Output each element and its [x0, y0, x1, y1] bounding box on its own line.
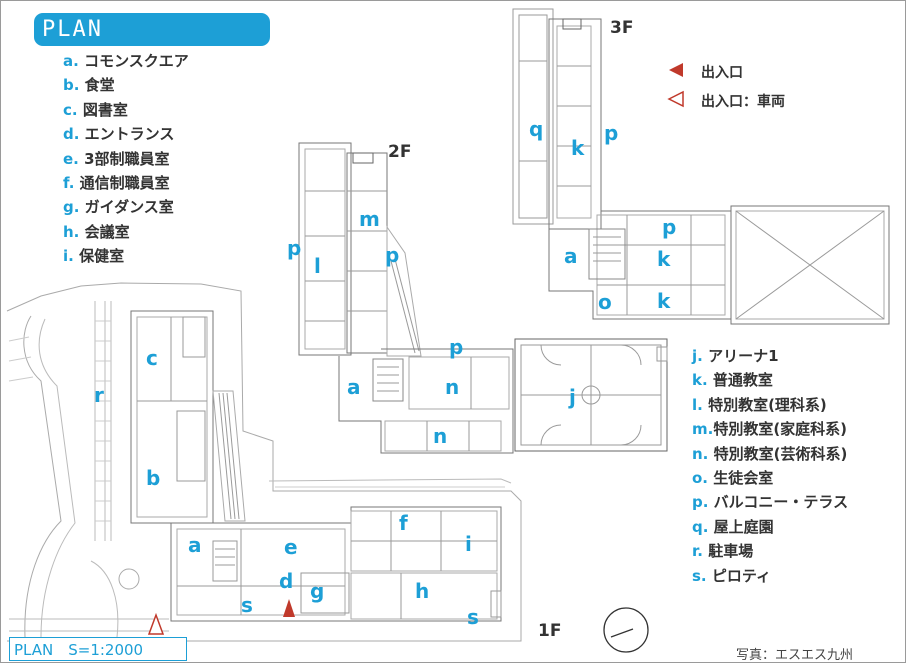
room-label: s — [467, 605, 479, 629]
legend-item: l. 特別教室(理科系) — [692, 395, 827, 414]
legend-item: j. アリーナ1 — [692, 347, 779, 365]
room-label: s — [241, 593, 253, 617]
room-label: k — [657, 247, 671, 271]
room-label: k — [571, 136, 585, 160]
floor-label-2f: 2F — [388, 142, 412, 162]
plan-title: PLAN — [34, 13, 270, 46]
room-label: f — [399, 511, 408, 535]
legend-item: s. ピロティ — [692, 566, 771, 585]
room-label: j — [569, 385, 576, 409]
photo-credit: 写真：エスエス九州 — [736, 648, 854, 663]
room-label: n — [445, 375, 460, 399]
room-label: h — [415, 579, 430, 603]
scale-label: PLAN S=1:2000 — [9, 637, 187, 661]
legend-item: q. 屋上庭園 — [692, 517, 774, 536]
legend-item: n. 特別教室(芸術科系) — [692, 444, 848, 463]
room-label: o — [598, 290, 612, 314]
legend-item: c. 図書室 — [63, 100, 128, 119]
vehicle-entrance-legend-label: 出入口：車両 — [701, 94, 785, 110]
legend-item: p. バルコニー・テラス — [692, 493, 849, 512]
legend-item: m.特別教室(家庭科系) — [692, 420, 848, 439]
room-label: c — [146, 346, 158, 370]
entrance-marker-icon — [283, 599, 295, 617]
entrance-legend-icon — [669, 63, 683, 77]
room-label: d — [279, 569, 294, 593]
room-label: g — [310, 579, 325, 603]
legend-item: o. 生徒会室 — [692, 469, 774, 488]
room-label: a — [188, 533, 202, 557]
room-label: a — [347, 375, 361, 399]
room-label: r — [94, 383, 104, 407]
room-label: m — [359, 207, 380, 231]
legend-item: g. ガイダンス室 — [63, 198, 174, 217]
legend-left: a. コモンスクエア b. 食堂 c. 図書室 d. エントランス e. 3部制… — [63, 49, 189, 269]
legend-item: k. 普通教室 — [692, 371, 773, 390]
legend-item: a. コモンスクエア — [63, 52, 189, 70]
room-label: p — [604, 121, 619, 145]
room-label: p — [449, 335, 464, 359]
legend-item: i. 保健室 — [63, 247, 125, 266]
north-arrow-icon — [603, 607, 649, 653]
legend-item: f. 通信制職員室 — [63, 174, 170, 193]
room-label: e — [284, 535, 298, 559]
room-label: p — [662, 215, 677, 239]
legend-item: b. 食堂 — [63, 76, 115, 95]
legend-right: j. アリーナ1 k. 普通教室 l. 特別教室(理科系) m.特別教室(家庭科… — [692, 344, 848, 588]
room-label: p — [385, 243, 400, 267]
room-label: q — [529, 117, 544, 141]
floor-label-1f: 1F — [538, 621, 562, 641]
plan-2f — [298, 142, 668, 454]
plan-1f — [6, 282, 522, 642]
room-label: p — [287, 236, 302, 260]
vehicle-entrance-legend-icon — [667, 90, 684, 108]
legend-item: r. 駐車場 — [692, 542, 754, 561]
room-label: i — [465, 532, 472, 556]
room-label: k — [657, 289, 671, 313]
room-label: n — [433, 424, 448, 448]
floor-label-3f: 3F — [610, 18, 634, 38]
room-label: l — [314, 254, 321, 278]
entrance-legend-label: 出入口 — [701, 65, 743, 81]
legend-item: e. 3部制職員室 — [63, 149, 170, 168]
legend-item: d. エントランス — [63, 125, 175, 144]
vehicle-entrance-marker-icon — [147, 612, 165, 635]
room-label: a — [564, 244, 578, 268]
legend-item: h. 会議室 — [63, 222, 130, 241]
room-label: b — [146, 466, 161, 490]
plan-3f — [512, 8, 890, 325]
